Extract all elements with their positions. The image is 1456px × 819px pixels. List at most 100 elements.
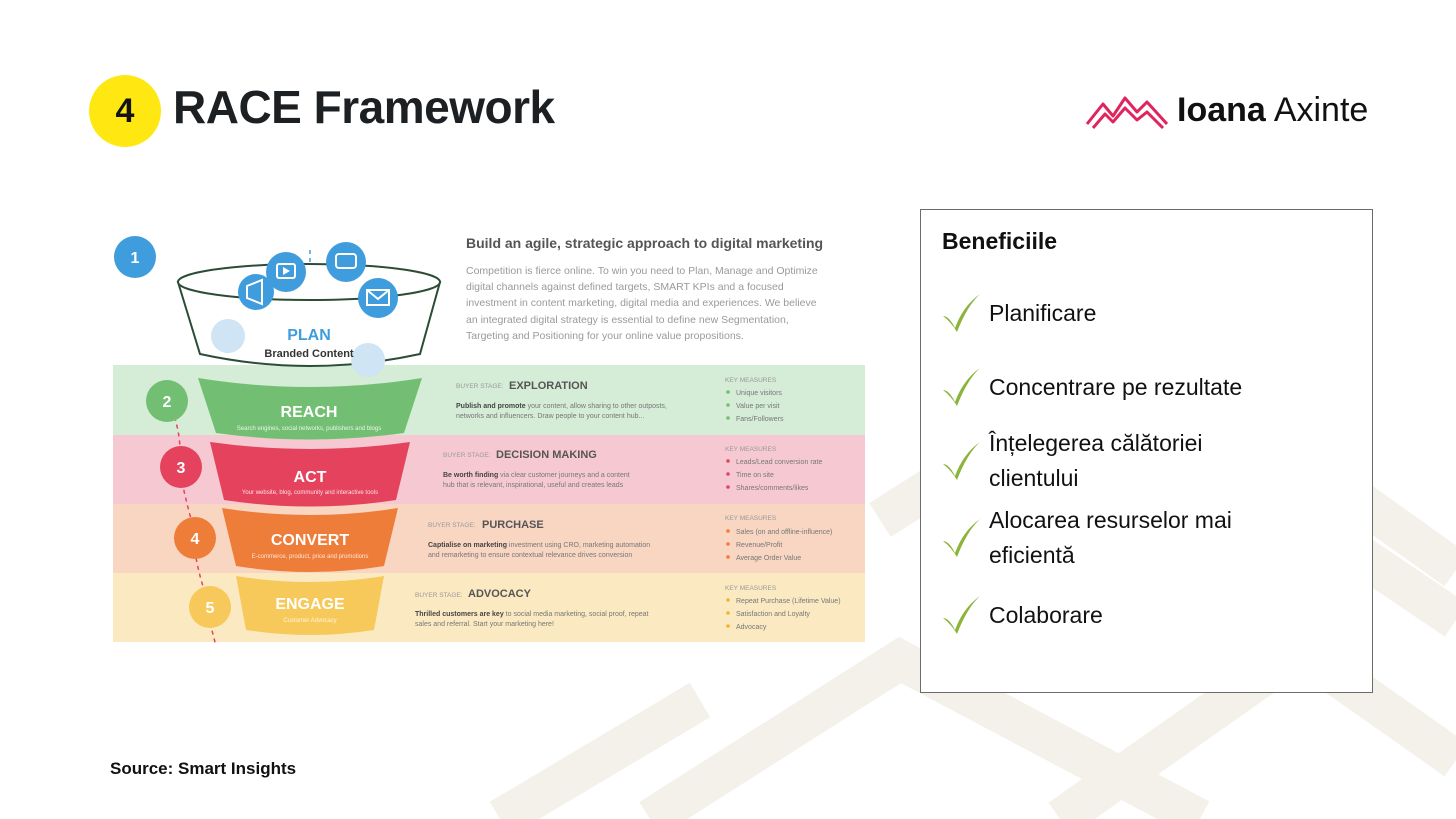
slide-title: RACE Framework (173, 81, 555, 133)
act-measure-1: Leads/Lead conversion rate (736, 459, 822, 466)
plan-label: PLAN (287, 327, 331, 344)
intro-line-1: Competition is fierce online. To win you… (466, 265, 818, 277)
reach-measure-1: Unique visitors (736, 390, 782, 397)
diagram-heading: Build an agile, strategic approach to di… (466, 235, 823, 251)
intro-line-4: an integrated digital strategy is essent… (466, 314, 789, 326)
convert-measure-3: Average Order Value (736, 555, 801, 562)
check-mark-icon (943, 294, 980, 332)
benefits-panel: Beneficiile Planificare Concentrare pe r… (920, 209, 1373, 693)
benefit-label: Înțelegerea călătoriei clientului (989, 426, 1299, 496)
engage-buyer-stage: ADVOCACY (468, 588, 532, 600)
engage-measure-bullet-3 (726, 624, 730, 628)
engage-sub: Customer Advocacy (283, 618, 336, 624)
check-mark-icon (943, 368, 980, 406)
benefit-label: Planificare (989, 299, 1097, 326)
engage-measure-1: Repeat Purchase (Lifetime Value) (736, 598, 841, 605)
benefit-label: Alocarea resurselor mai eficientă (989, 503, 1299, 573)
reach-number: 2 (163, 394, 172, 411)
act-sub: Your website, blog, community and intera… (242, 490, 378, 496)
convert-layer (222, 508, 398, 572)
benefit-item: Alocarea resurselor mai eficientă (941, 503, 1299, 573)
act-buyer-prefix: BUYER STAGE: (443, 452, 491, 459)
act-measures-title: KEY MEASURES (725, 446, 777, 453)
mountain-lines-icon (1085, 96, 1169, 130)
act-measure-3: Shares/comments/likes (736, 485, 809, 492)
convert-desc-line2: and remarketing to ensure contextual rel… (428, 552, 632, 559)
plan-bucket-rim (177, 263, 441, 301)
engage-measure-3: Advocacy (736, 624, 767, 631)
intro-line-3: investment in content marketing, digital… (466, 297, 817, 309)
reach-layer (198, 378, 422, 440)
act-measure-2: Time on site (736, 472, 774, 479)
act-number: 3 (177, 460, 186, 477)
engage-measure-bullet-2 (726, 611, 730, 615)
slide-number-badge: 4 (89, 75, 161, 147)
plan-sub: Branded Content (264, 348, 354, 360)
benefit-label: Colaborare (989, 601, 1103, 628)
convert-measure-2: Revenue/Profit (736, 542, 782, 549)
chat-icon (326, 242, 366, 282)
engage-number-circle (189, 586, 231, 628)
engage-buyer-prefix: BUYER STAGE: (415, 592, 463, 599)
benefit-label-line: eficientă (989, 542, 1075, 568)
engage-measure-2: Satisfaction and Loyalty (736, 611, 810, 618)
reach-measure-bullet-3 (726, 416, 730, 420)
intro-line-2: digital channels against defined targets… (466, 281, 784, 293)
plan-number: 1 (131, 250, 140, 267)
act-desc-line2: hub that is relevant, inspirational, use… (443, 482, 624, 489)
benefit-label: Concentrare pe rezultate (989, 373, 1243, 400)
engage-number: 5 (206, 600, 215, 617)
check-mark-icon (943, 596, 980, 634)
check-mark-icon (943, 442, 980, 480)
engage-label: ENGAGE (275, 596, 345, 613)
intro-line-5: Targeting and Positioning for your onlin… (466, 330, 744, 342)
engage-desc-line1: Thrilled customers are key to social med… (415, 611, 649, 618)
act-label: ACT (294, 469, 327, 486)
benefit-label-line: Înțelegerea călătoriei (989, 430, 1203, 456)
brand-first-name: Ioana (1177, 90, 1266, 129)
reach-buyer-prefix: BUYER STAGE: (456, 383, 504, 390)
reach-sub: Search engines, social networks, publish… (237, 426, 381, 432)
convert-measures-title: KEY MEASURES (725, 515, 777, 522)
convert-buyer-prefix: BUYER STAGE: (428, 522, 476, 529)
benefit-label-line: clientului (989, 465, 1079, 491)
benefit-label-line: Alocarea resurselor mai (989, 507, 1232, 533)
convert-number-circle (174, 517, 216, 559)
reach-measure-bullet-1 (726, 390, 730, 394)
convert-measure-bullet-3 (726, 555, 730, 559)
engage-desc-line2: sales and referral. Start your marketing… (415, 621, 554, 628)
convert-measure-1: Sales (on and offline-influence) (736, 529, 832, 536)
engage-measures-title: KEY MEASURES (725, 585, 777, 592)
reach-measure-3: Fans/Followers (736, 416, 784, 423)
convert-desc-line1: Captialise on marketing investment using… (428, 542, 650, 549)
race-funnel-diagram: PLAN Branded Content REACH Search engine… (113, 235, 865, 647)
brand-logo: Ioana Axinte (1085, 90, 1368, 130)
megaphone-icon (238, 274, 274, 310)
convert-sub: E-commerce, product, price and promotion… (252, 554, 369, 560)
check-mark-icon (943, 519, 980, 557)
act-measure-bullet-3 (726, 485, 730, 489)
engage-measure-bullet-1 (726, 598, 730, 602)
act-measure-bullet-1 (726, 459, 730, 463)
reach-desc-line2: networks and influencers. Draw people to… (456, 413, 644, 420)
convert-measure-bullet-2 (726, 542, 730, 546)
benefit-item: Înțelegerea călătoriei clientului (941, 426, 1299, 496)
brand-last-name: Axinte (1273, 90, 1369, 129)
document-icon (211, 319, 245, 353)
source-note: Source: Smart Insights (110, 759, 297, 778)
plan-number-circle (114, 236, 156, 278)
content-icons (211, 242, 398, 377)
reach-measure-bullet-2 (726, 403, 730, 407)
benefit-item: Colaborare (941, 594, 1299, 636)
benefits-title: Beneficiile (942, 228, 1058, 254)
reach-desc-line1: Publish and promote your content, allow … (456, 403, 667, 410)
act-measure-bullet-2 (726, 472, 730, 476)
benefit-item: Concentrare pe rezultate (941, 366, 1299, 408)
star-icon (351, 343, 385, 377)
engage-layer (236, 576, 384, 635)
act-buyer-stage: DECISION MAKING (496, 449, 597, 461)
act-desc-line1: Be worth finding via clear customer jour… (443, 472, 630, 479)
act-layer (210, 442, 410, 507)
reach-measures-title: KEY MEASURES (725, 377, 777, 384)
convert-number: 4 (191, 531, 200, 548)
